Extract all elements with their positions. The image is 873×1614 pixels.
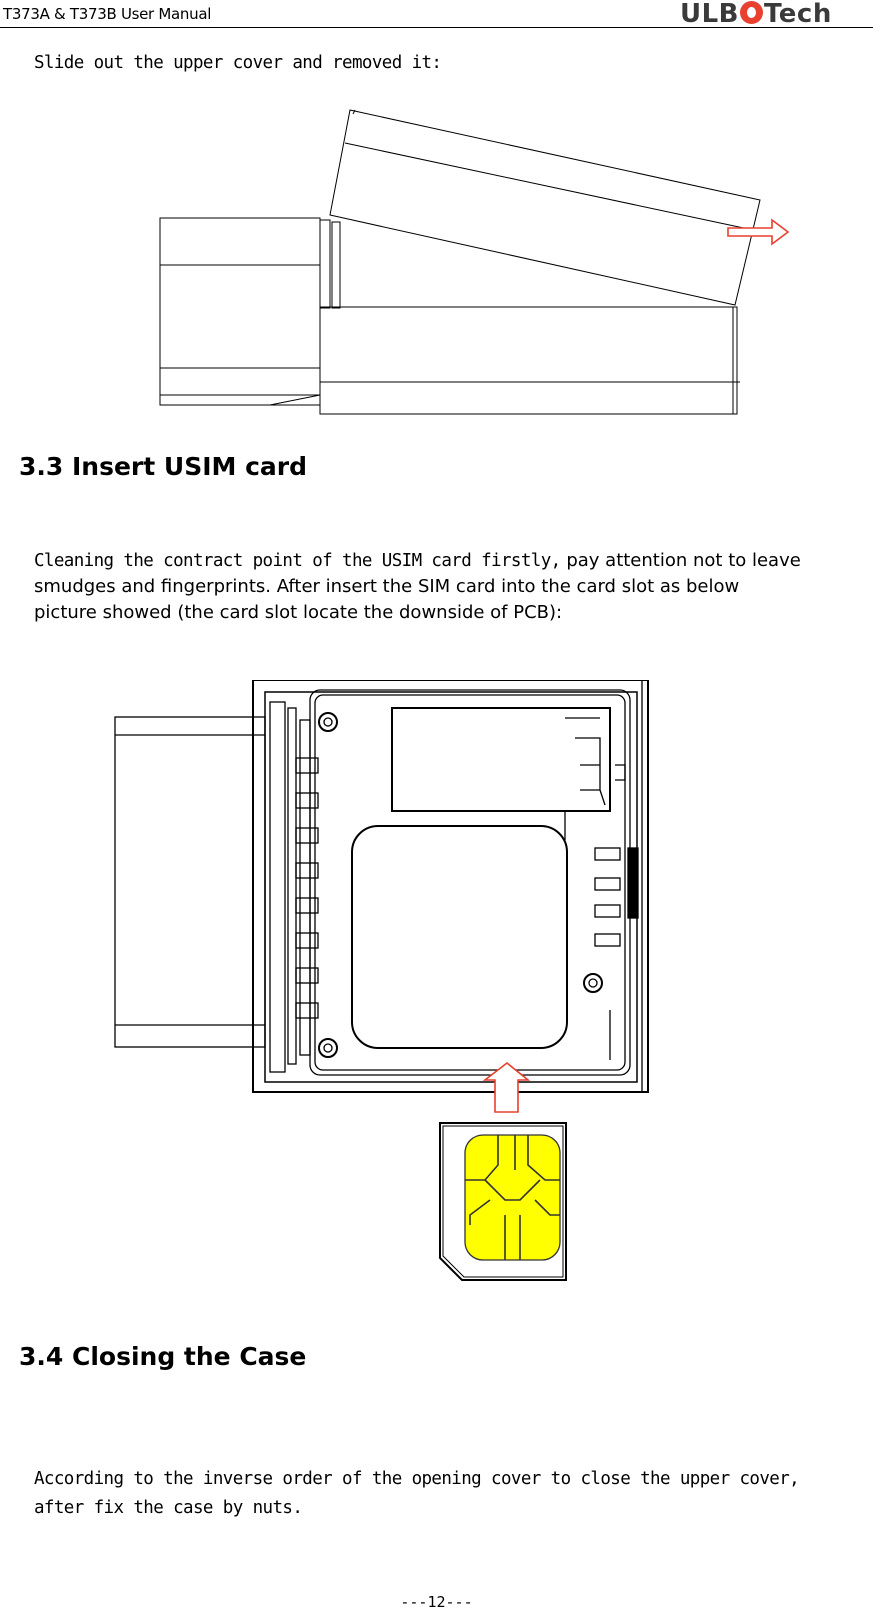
section-heading-3-4: 3.4 Closing the Case — [19, 1342, 307, 1371]
case-outline — [252, 680, 649, 1093]
section-3-4-line-1: According to the inverse order of the op… — [34, 1469, 800, 1489]
logo-circle-icon — [740, 1, 763, 24]
section-heading-3-3: 3.3 Insert USIM card — [19, 452, 308, 481]
insert-direction-arrow-icon — [482, 1061, 531, 1113]
lower-case-body — [319, 306, 738, 415]
sim-insertion-diagram — [114, 680, 649, 1281]
edge-pins — [295, 757, 319, 1019]
section-3-3-line-1: Cleaning the contract point of the USIM … — [34, 550, 801, 571]
sim-card-holder — [351, 825, 568, 1049]
slide-direction-arrow-icon — [727, 218, 790, 246]
usim-card — [439, 1122, 567, 1281]
page-number: ---12--- — [400, 1593, 473, 1611]
obd-connector — [114, 716, 266, 1048]
sim-chip — [464, 1134, 561, 1261]
connector-block — [159, 217, 321, 406]
cover-removal-diagram — [159, 109, 790, 415]
intro-paragraph: Slide out the upper cover and removed it… — [34, 53, 442, 73]
upper-cover — [329, 109, 761, 306]
sim-chip-contacts — [465, 1135, 560, 1260]
section-3-4-line-2: after fix the case by nuts. — [34, 1498, 303, 1518]
header-divider — [0, 27, 873, 28]
section-3-3-line-2: smudges and fingerprints. After insert t… — [34, 576, 740, 597]
section-3-3-line-3: picture showed (the card slot locate the… — [34, 602, 563, 623]
manual-title: T373A & T373B User Manual — [3, 5, 212, 23]
